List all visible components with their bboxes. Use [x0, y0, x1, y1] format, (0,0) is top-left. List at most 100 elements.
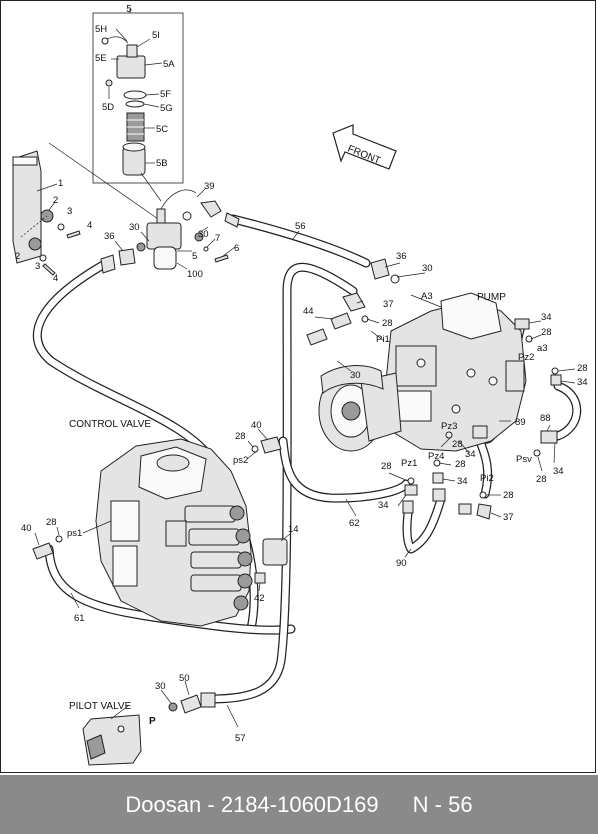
- footer-part-number: 2184-1060D169: [220, 791, 379, 817]
- callout-88: 88: [540, 413, 551, 424]
- port-ps1: ps1: [67, 528, 82, 539]
- bolt-42: [254, 572, 266, 584]
- clamp-14: [262, 538, 288, 566]
- callout-28-i: 28: [235, 431, 246, 442]
- pump-regulator-block: [395, 345, 437, 387]
- callout-30-b: 30: [198, 229, 209, 240]
- callout-5: 5: [126, 4, 132, 15]
- callout-2-upper: 2: [53, 195, 58, 206]
- callout-28-c: 28: [577, 363, 588, 374]
- callout-30-e: 30: [155, 681, 166, 692]
- hose-56: [228, 214, 371, 268]
- callout-1: 1: [58, 178, 63, 189]
- o-ring-28-far: [551, 367, 559, 375]
- callout-28-j: 28: [46, 517, 57, 528]
- callout-5g: 5G: [160, 103, 173, 114]
- port-pz4: Pz4: [428, 451, 444, 462]
- spool-cap-2: [188, 528, 240, 546]
- pilot-valve-assembly: [82, 680, 239, 766]
- callout-30-d: 30: [350, 370, 361, 381]
- footer-page-ref: N - 56: [412, 791, 473, 817]
- hose-88: [549, 381, 582, 442]
- callout-30-c: 30: [422, 263, 433, 274]
- washer-7: [203, 246, 209, 252]
- callout-89: 89: [515, 417, 526, 428]
- callout-56: 56: [295, 221, 306, 232]
- filter-mounted: [100, 188, 300, 274]
- fitting-34-right: [514, 318, 530, 330]
- adapter-40-lower: [32, 542, 54, 560]
- fitting-37-pi2: [476, 503, 492, 520]
- callout-36-b: 36: [396, 251, 407, 262]
- pump-label: PUMP: [477, 292, 506, 303]
- hose-61: [44, 544, 296, 635]
- callout-5e: 5E: [95, 53, 107, 64]
- pump-lower-block: [395, 390, 432, 422]
- hydraulic-diagram: 5 5H 5I 5E 5A 5D 5F 5G 5C 5B 1 2 3 4 2 3…: [12, 4, 588, 766]
- callout-4-lower: 4: [53, 273, 58, 284]
- filter-assembly: [92, 9, 184, 202]
- callout-3-lower: 3: [35, 261, 40, 272]
- o-ring-28-ps2: [251, 445, 259, 453]
- callout-28-g: 28: [455, 459, 466, 470]
- o-ring-5f: [123, 90, 147, 100]
- callout-5i: 5I: [152, 30, 160, 41]
- callout-34-a: 34: [541, 312, 552, 323]
- control-valve-label: CONTROL VALVE: [69, 419, 151, 430]
- callout-30-a: 30: [129, 222, 140, 233]
- text-labels: 5 5H 5I 5E 5A 5D 5F 5G 5C 5B 1 2 3 4 2 3…: [15, 4, 588, 744]
- hose-fitting-left: [100, 254, 116, 274]
- elbow-39: [200, 200, 222, 218]
- plug-5d: [105, 79, 113, 87]
- port-psv: Psv: [516, 454, 532, 465]
- adapter-50: [180, 694, 202, 714]
- spool-cap-3: [190, 551, 242, 569]
- port-pz1: Pz1: [401, 458, 417, 469]
- filter-bowl-mounted: [153, 246, 177, 270]
- o-ring-5g: [125, 100, 145, 108]
- fitting-62-end: [458, 503, 472, 515]
- callout-5b: 5B: [156, 158, 168, 169]
- front-arrow: [332, 124, 397, 170]
- callout-5f: 5F: [160, 89, 171, 100]
- hose-57-fitting: [200, 692, 216, 708]
- callout-28-b: 28: [541, 327, 552, 338]
- hose-57: [206, 262, 358, 704]
- o-ring-30-filter: [182, 211, 192, 221]
- o-ring-28-ps1: [55, 535, 63, 543]
- callout-50: 50: [179, 673, 190, 684]
- o-ring-28-88: [533, 449, 541, 457]
- callout-28-e: 28: [536, 474, 547, 485]
- fitting-34-88: [540, 430, 558, 444]
- callout-2-lower: 2: [15, 251, 20, 262]
- connector-5h: [101, 37, 109, 45]
- port-ps2: ps2: [233, 455, 248, 466]
- diagram-frame: 5 5H 5I 5E 5A 5D 5F 5G 5C 5B 1 2 3 4 2 3…: [0, 0, 596, 773]
- callout-40-b: 40: [21, 523, 32, 534]
- callout-100: 100: [187, 269, 203, 280]
- pilot-valve-label: PILOT VALVE: [69, 701, 132, 712]
- callout-62: 62: [349, 518, 360, 529]
- filter-inset-box: [92, 12, 184, 184]
- callout-57: 57: [235, 733, 246, 744]
- adapter-36-left: [118, 248, 136, 266]
- port-a3-upper: A3: [421, 291, 433, 302]
- bolt-6: [214, 254, 229, 263]
- port-pz3: Pz3: [441, 421, 457, 432]
- adapter-36-pump: [370, 258, 390, 280]
- callout-90: 90: [396, 558, 407, 569]
- washer-3-upper: [57, 223, 65, 231]
- callout-7: 7: [215, 233, 220, 244]
- callout-28-a: 28: [382, 318, 393, 329]
- o-ring-28-right: [525, 335, 533, 343]
- mounting-bracket: [12, 142, 162, 276]
- callout-34-f: 34: [378, 500, 389, 511]
- callout-5d: 5D: [102, 102, 114, 113]
- fitting-34-pz1: [404, 484, 418, 496]
- callout-34-e: 34: [457, 476, 468, 487]
- hose-56-fitting: [224, 212, 240, 228]
- callout-5c: 5C: [156, 124, 168, 135]
- pump-side-block: [505, 360, 525, 392]
- bolt-4-lower: [42, 263, 56, 276]
